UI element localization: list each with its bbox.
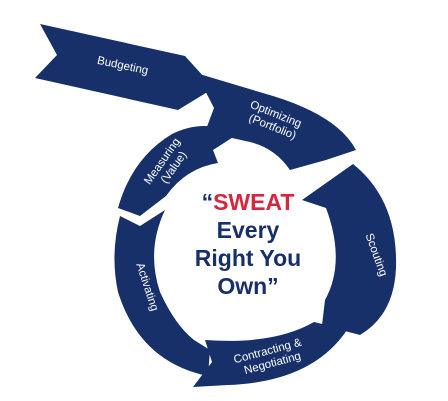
segment-contracting: Contracting & Negotiating [193,322,347,387]
slogan-highlight: SWEAT [213,189,295,215]
slogan-line-1: “SWEAT [168,188,328,216]
optimizing-arrow [196,73,356,170]
segment-scouting: Scouting [302,164,397,335]
slogan-line-3: Right You [194,245,302,271]
center-slogan: “SWEAT Every Right You Own” [168,188,328,300]
segment-measuring: Measuring (Value) [118,126,238,216]
segment-optimizing: Optimizing (Portfolio) [196,73,356,170]
budgeting-arrow [35,24,214,110]
scouting-arrow [302,164,397,335]
measuring-arrow [118,126,238,216]
contracting-arrow [193,322,347,387]
open-quote: “ [201,189,214,215]
slogan-line-2: Every [216,217,280,243]
segment-budgeting: Budgeting [35,24,214,110]
slogan-line-4: Own” [217,273,279,299]
activating-arrow [114,210,210,376]
